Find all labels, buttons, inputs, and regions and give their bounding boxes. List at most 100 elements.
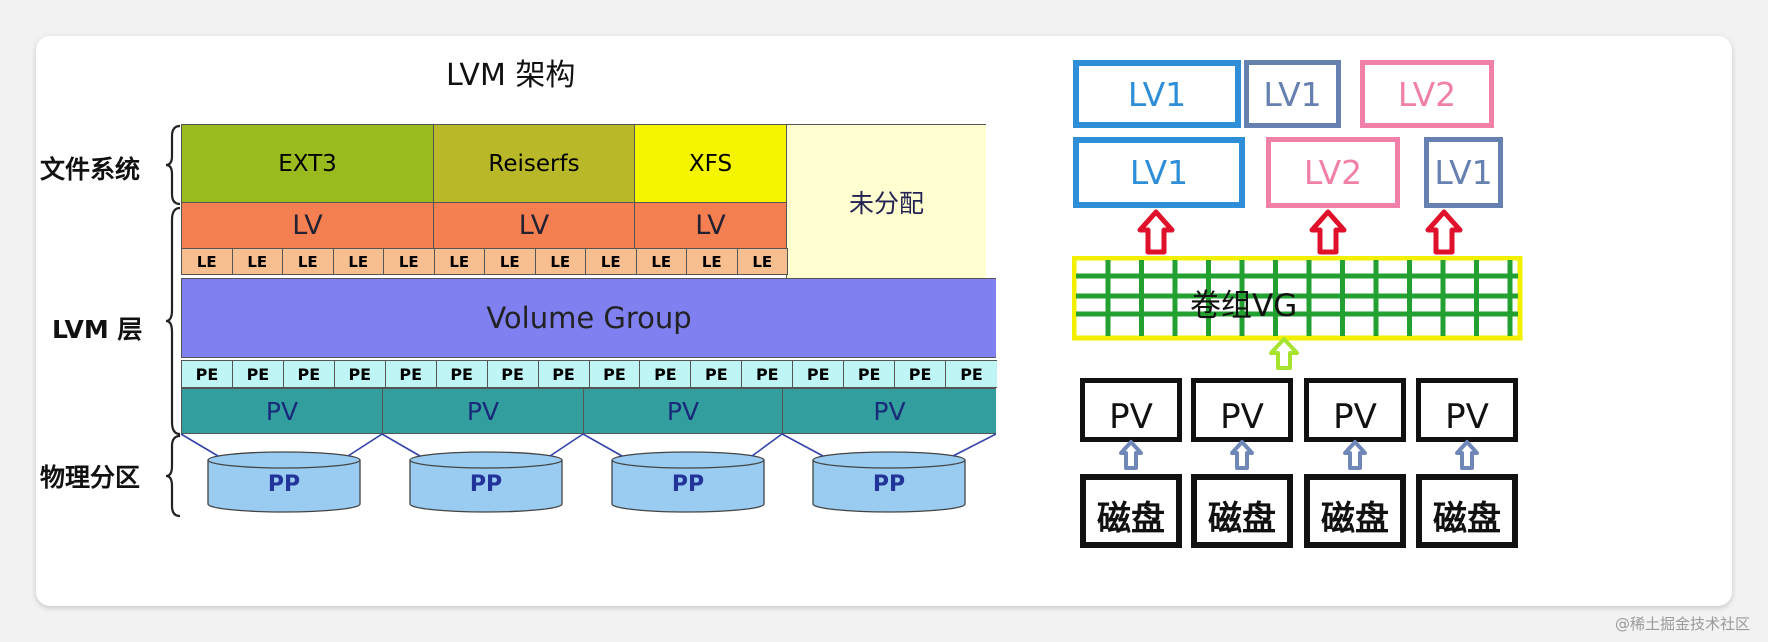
- logical-extent: LE: [282, 248, 334, 275]
- physical-extent: PE: [231, 360, 284, 388]
- physical-extent: PE: [945, 360, 997, 388]
- figure-card: LVM 架构 文件系统 LVM 层 物理分区 EXT3 Reiserfs XFS…: [36, 36, 1732, 606]
- pv-box-label: PV: [1445, 397, 1489, 437]
- disk-to-pv-arrows: [1119, 440, 1479, 470]
- physical-partition-label: PP: [267, 472, 301, 497]
- lv1-box: LV1: [1073, 137, 1245, 208]
- lv1-label: LV1: [1434, 153, 1493, 192]
- logical-extent: LE: [736, 248, 788, 275]
- physical-partition-label: PP: [872, 472, 906, 497]
- lv1-label: LV1: [1129, 153, 1189, 192]
- physical-extent: PE: [282, 360, 335, 388]
- pv-box: PV: [1304, 378, 1406, 442]
- physical-extent-label: PE: [755, 364, 779, 384]
- physical-extent: PE: [792, 360, 845, 388]
- logical-extent-label: LE: [297, 252, 318, 271]
- lv2-box: LV2: [1266, 137, 1400, 208]
- physical-volume: PV: [382, 388, 584, 434]
- volume-group: Volume Group: [181, 278, 996, 358]
- logical-extent-label: LE: [651, 252, 672, 271]
- logical-extent: LE: [686, 248, 738, 275]
- up-arrow-red-icon: [1137, 209, 1175, 255]
- physical-extent: PE: [537, 360, 590, 388]
- physical-partition-label: 物理分区: [40, 463, 141, 492]
- up-arrow-blue-icon: [1343, 440, 1367, 470]
- physical-extent: PE: [384, 360, 437, 388]
- lv-up-arrows: [1137, 209, 1463, 255]
- physical-extent-label: PE: [857, 364, 881, 384]
- physical-partition-cylinder: [611, 451, 765, 513]
- logical-extent: LE: [383, 248, 435, 275]
- physical-extent-label: PE: [246, 364, 270, 384]
- physical-extent-label: PE: [399, 364, 423, 384]
- disk-box-label: 磁盘: [1433, 499, 1501, 539]
- logical-extent-label: LE: [499, 252, 520, 271]
- physical-extent: PE: [486, 360, 539, 388]
- volume-group-label: Volume Group: [486, 301, 692, 335]
- physical-extent-label: PE: [501, 364, 524, 384]
- volume-group-grid: [1072, 256, 1523, 341]
- pv-box-label: PV: [1333, 397, 1377, 437]
- disk-box-label: 磁盘: [1321, 499, 1389, 539]
- lv1-box-small: LV1: [1244, 60, 1341, 128]
- logical-volume: LV: [634, 202, 787, 249]
- lv2-box: LV2: [1360, 60, 1494, 128]
- up-arrow-red-icon: [1425, 209, 1463, 255]
- physical-extent-label: PE: [908, 364, 932, 384]
- physical-extent: PE: [639, 360, 692, 388]
- filesystem-xfs: XFS: [634, 124, 787, 203]
- logical-volume: LV: [433, 202, 635, 249]
- lvm-simplified-diagram: LV1 LV1 LV2 LV1 LV2 LV1 卷组VG: [1066, 36, 1732, 606]
- pv-to-pp-connectors: [180, 433, 996, 457]
- physical-extent: PE: [333, 360, 386, 388]
- physical-extent-label: PE: [603, 364, 626, 384]
- physical-volume-label: PV: [466, 396, 500, 426]
- filesystem-ext3-label: EXT3: [278, 150, 337, 177]
- unallocated-area: 未分配: [786, 124, 986, 279]
- lv1-box: LV1: [1073, 60, 1241, 128]
- physical-extent-label: PE: [348, 364, 372, 384]
- physical-volume: PV: [583, 388, 783, 434]
- physical-extent-label: PE: [654, 364, 677, 384]
- logical-volume-label: LV: [695, 210, 726, 241]
- up-arrow-blue-icon: [1230, 440, 1254, 470]
- lv2-label: LV2: [1397, 74, 1457, 114]
- physical-volume-label: PV: [265, 396, 299, 426]
- pv-box: PV: [1191, 378, 1293, 442]
- brace-filesystem: [165, 124, 181, 206]
- logical-extent-label: LE: [752, 252, 773, 271]
- pv-box: PV: [1416, 378, 1518, 442]
- unallocated-label: 未分配: [848, 188, 924, 218]
- disk-box: 磁盘: [1304, 474, 1406, 548]
- logical-extent: LE: [433, 248, 485, 275]
- physical-extent: PE: [435, 360, 488, 388]
- disk-box-label: 磁盘: [1208, 499, 1276, 539]
- physical-extent-label: PE: [195, 364, 219, 384]
- lv2-label: LV2: [1303, 153, 1363, 192]
- logical-extent-label: LE: [348, 252, 369, 271]
- up-arrow-green-icon: [1269, 337, 1299, 370]
- up-arrow-red-icon: [1309, 209, 1347, 255]
- logical-extent: LE: [484, 248, 536, 275]
- physical-extent-label: PE: [450, 364, 473, 384]
- physical-extent-label: PE: [297, 364, 321, 384]
- physical-extent: PE: [894, 360, 947, 388]
- physical-extent: PE: [843, 360, 896, 388]
- physical-extent-label: PE: [552, 364, 575, 384]
- physical-partition-label: PP: [469, 472, 503, 497]
- physical-volume-label: PV: [666, 396, 700, 426]
- logical-volume: LV: [181, 202, 434, 249]
- logical-extent-label: LE: [196, 252, 217, 271]
- lv1-box-small: LV1: [1424, 137, 1503, 208]
- physical-partition-label: PP: [671, 472, 705, 497]
- watermark: @稀土掘金技术社区: [1614, 615, 1750, 633]
- pv-box: PV: [1080, 378, 1182, 442]
- physical-extent: PE: [181, 360, 233, 388]
- lv1-label: LV1: [1127, 74, 1187, 114]
- diagram-title: LVM 架构: [446, 58, 576, 93]
- logical-extent-label: LE: [701, 252, 722, 271]
- physical-partition-cylinder: [812, 451, 966, 513]
- physical-extent-label: PE: [960, 364, 983, 384]
- disk-box: 磁盘: [1080, 474, 1182, 548]
- logical-volume-label: LV: [292, 210, 323, 241]
